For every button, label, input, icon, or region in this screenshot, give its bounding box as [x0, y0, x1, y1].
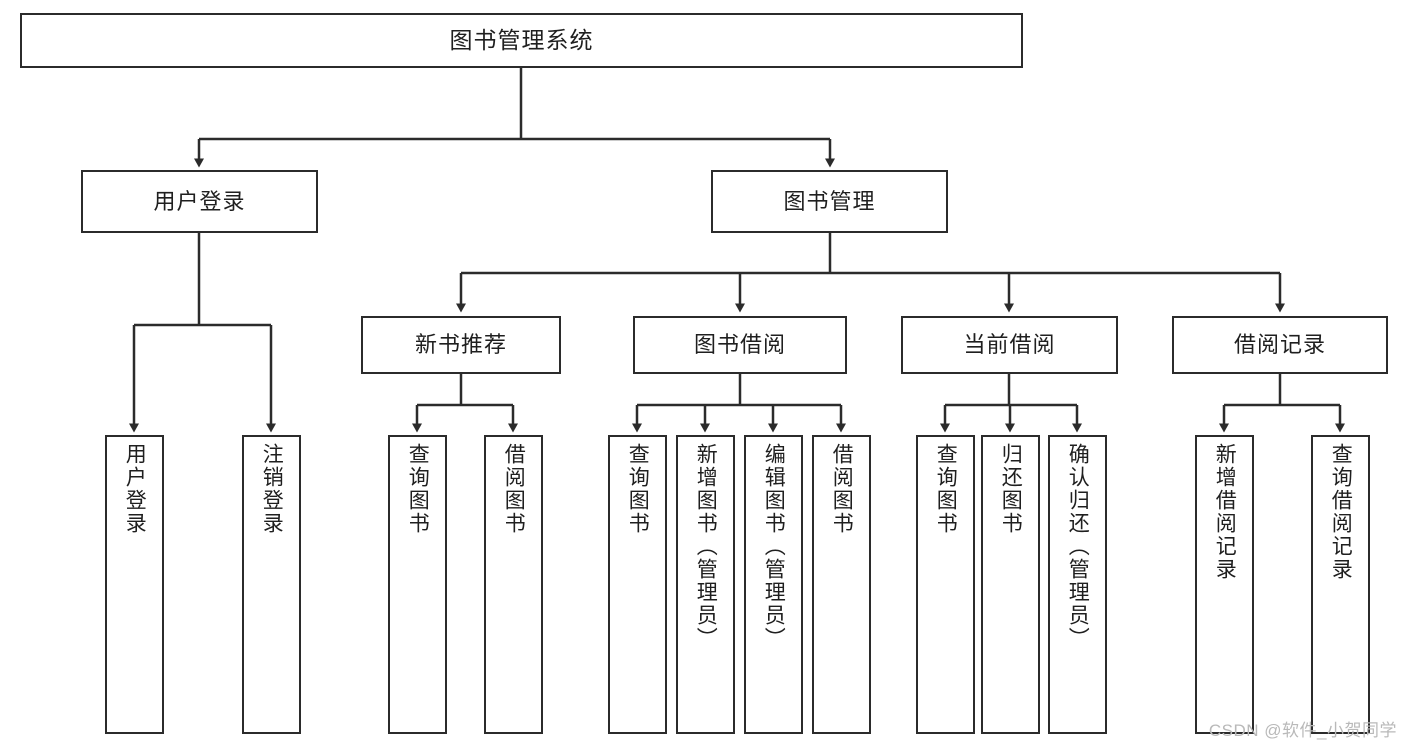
node-label: 查询图书 [934, 443, 958, 535]
node-user-login[interactable]: 用户登录 [81, 170, 318, 233]
node-label: 查询图书 [626, 443, 650, 535]
node-label: 借阅记录 [1233, 332, 1326, 358]
node-label: 查询借阅记录 [1329, 443, 1353, 581]
node-label: 图书管理 [783, 188, 876, 214]
node-leaf-current-borrow-return[interactable]: 归还图书 [981, 435, 1040, 734]
node-leaf-book-borrow-add[interactable]: 新增图书（管理员） [676, 435, 735, 734]
node-label: 编辑图书（管理员） [762, 443, 786, 650]
node-book-borrow[interactable]: 图书借阅 [633, 316, 847, 374]
node-leaf-book-borrow-edit[interactable]: 编辑图书（管理员） [744, 435, 803, 734]
node-label: 借阅图书 [502, 443, 526, 535]
node-current-borrow[interactable]: 当前借阅 [901, 316, 1118, 374]
node-label: 图书借阅 [693, 332, 786, 358]
node-label: 确认归还（管理员） [1066, 443, 1090, 650]
node-leaf-book-borrow-borrow[interactable]: 借阅图书 [812, 435, 871, 734]
node-label: 注销登录 [260, 443, 284, 535]
node-label: 图书管理系统 [449, 27, 594, 54]
node-book-management[interactable]: 图书管理 [711, 170, 948, 233]
node-leaf-current-borrow-confirm-return[interactable]: 确认归还（管理员） [1048, 435, 1107, 734]
node-leaf-book-borrow-query[interactable]: 查询图书 [608, 435, 667, 734]
node-label: 新书推荐 [414, 332, 507, 358]
node-label: 当前借阅 [963, 332, 1056, 358]
node-label: 新增图书（管理员） [694, 443, 718, 650]
node-leaf-borrow-record-add[interactable]: 新增借阅记录 [1195, 435, 1254, 734]
node-leaf-new-book-borrow[interactable]: 借阅图书 [484, 435, 543, 734]
node-label: 归还图书 [999, 443, 1023, 535]
node-leaf-new-book-query[interactable]: 查询图书 [388, 435, 447, 734]
node-new-book-recommend[interactable]: 新书推荐 [361, 316, 561, 374]
node-label: 查询图书 [406, 443, 430, 535]
node-leaf-user-login-signout[interactable]: 注销登录 [242, 435, 301, 734]
node-borrow-record[interactable]: 借阅记录 [1172, 316, 1388, 374]
node-leaf-borrow-record-query[interactable]: 查询借阅记录 [1311, 435, 1370, 734]
node-leaf-user-login-signin[interactable]: 用户登录 [105, 435, 164, 734]
node-label: 借阅图书 [830, 443, 854, 535]
node-label: 用户登录 [123, 443, 147, 535]
node-root-book-management-system[interactable]: 图书管理系统 [20, 13, 1023, 68]
node-leaf-current-borrow-query[interactable]: 查询图书 [916, 435, 975, 734]
node-label: 新增借阅记录 [1213, 443, 1237, 581]
csdn-watermark: CSDN @软件_小贺同学 [1208, 721, 1397, 740]
node-label: 用户登录 [153, 188, 246, 214]
